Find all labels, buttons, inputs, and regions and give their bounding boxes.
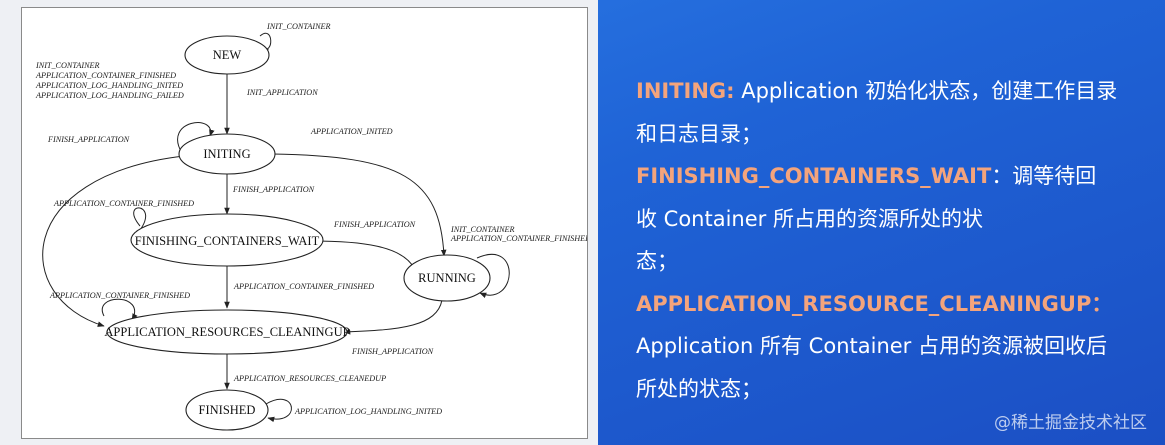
event-label: APPLICATION_RESOURCES_CLEANEDUP (233, 374, 386, 383)
cleaning-keyword: APPLICATION_RESOURCE_CLEANINGUP： (636, 291, 1113, 316)
event-label: APPLICATION_CONTAINER_FINISHED (450, 234, 587, 243)
edges (42, 33, 510, 423)
edge-initing-to-cleaning (42, 155, 185, 327)
edge-finishing-self (133, 207, 147, 238)
state-diagram-svg: NEW INITING FINISHING_CONTAINERS_WAIT RU… (35, 22, 587, 431)
state-finished: FINISHED (185, 389, 269, 431)
event-label: FINISH_APPLICATION (232, 185, 315, 194)
state-finishing-containers-wait: FINISHING_CONTAINERS_WAIT (130, 213, 324, 267)
cleaning-line-2: Application 所有 Container 占用的资源被回收后 (636, 334, 1107, 358)
event-label: INIT_APPLICATION (246, 88, 318, 97)
event-label: INIT_CONTAINER (35, 61, 100, 70)
edge-running-to-finishing (311, 238, 415, 269)
svg-text:APPLICATION_RESOURCES_CLEANING: APPLICATION_RESOURCES_CLEANINGUP (104, 325, 349, 339)
state-running: RUNNING (403, 254, 491, 302)
edge-initing-to-running (271, 153, 447, 257)
event-label: FINISH_APPLICATION (47, 135, 130, 144)
cleaning-line-3: 所处的状态； (636, 376, 762, 401)
explanation-panel: INITING: Application 初始化状态，创建工作目录 和日志目录；… (636, 70, 1161, 410)
initing-description: Application 初始化状态，创建工作目录 (734, 79, 1118, 103)
cleaning-line-1: APPLICATION_RESOURCE_CLEANINGUP： (636, 283, 1161, 326)
event-label: INIT_CONTAINER (450, 225, 515, 234)
finishing-line-3: 态； (636, 249, 678, 273)
edge-finished-self (265, 398, 292, 423)
svg-text:FINISHED: FINISHED (199, 403, 256, 417)
state-diagram: NEW INITING FINISHING_CONTAINERS_WAIT RU… (21, 7, 588, 439)
event-label: APPLICATION_LOG_HANDLING_INITED (35, 81, 183, 90)
svg-text:INITING: INITING (203, 147, 250, 161)
initing-line-1: INITING: Application 初始化状态，创建工作目录 (636, 70, 1161, 113)
event-labels: INIT_CONTAINER INIT_CONTAINER APPLICATIO… (35, 22, 587, 416)
event-label: APPLICATION_LOG_HANDLING_FAILED (35, 91, 184, 100)
event-label: APPLICATION_CONTAINER_FINISHED (233, 282, 374, 291)
diagram-panel: NEW INITING FINISHING_CONTAINERS_WAIT RU… (0, 0, 598, 445)
event-label: FINISH_APPLICATION (351, 347, 434, 356)
svg-text:FINISHING_CONTAINERS_WAIT: FINISHING_CONTAINERS_WAIT (135, 234, 320, 248)
initing-line-2: 和日志目录； (636, 121, 762, 146)
svg-text:RUNNING: RUNNING (418, 271, 476, 285)
event-label: APPLICATION_INITED (310, 127, 393, 136)
event-label: APPLICATION_CONTAINER_FINISHED (35, 71, 176, 80)
edge-cleaning-self (101, 298, 138, 321)
initing-keyword: INITING: (636, 79, 735, 103)
event-label: FINISH_APPLICATION (333, 220, 416, 229)
svg-text:NEW: NEW (213, 48, 242, 62)
state-new: NEW (184, 35, 270, 75)
state-application-resources-cleaningup: APPLICATION_RESOURCES_CLEANINGUP (104, 309, 350, 355)
event-label: APPLICATION_LOG_HANDLING_INITED (294, 407, 442, 416)
finishing-keyword: FINISHING_CONTAINERS_WAIT (636, 164, 992, 188)
edge-initing-self (177, 122, 215, 154)
state-initing: INITING (178, 133, 276, 175)
finishing-line-2: 收 Container 所占用的资源所处的状 (636, 206, 983, 231)
event-label: APPLICATION_CONTAINER_FINISHED (53, 199, 194, 208)
finishing-line-1: FINISHING_CONTAINERS_WAIT：调等待回 (636, 155, 1161, 198)
event-label: APPLICATION_CONTAINER_FINISHED (49, 291, 190, 300)
edge-running-to-cleaning (343, 299, 443, 335)
event-label: INIT_CONTAINER (266, 22, 331, 31)
finishing-description: ：调等待回 (991, 164, 1097, 188)
edge-running-self (476, 254, 510, 298)
watermark: @稀土掘金技术社区 (994, 413, 1147, 433)
